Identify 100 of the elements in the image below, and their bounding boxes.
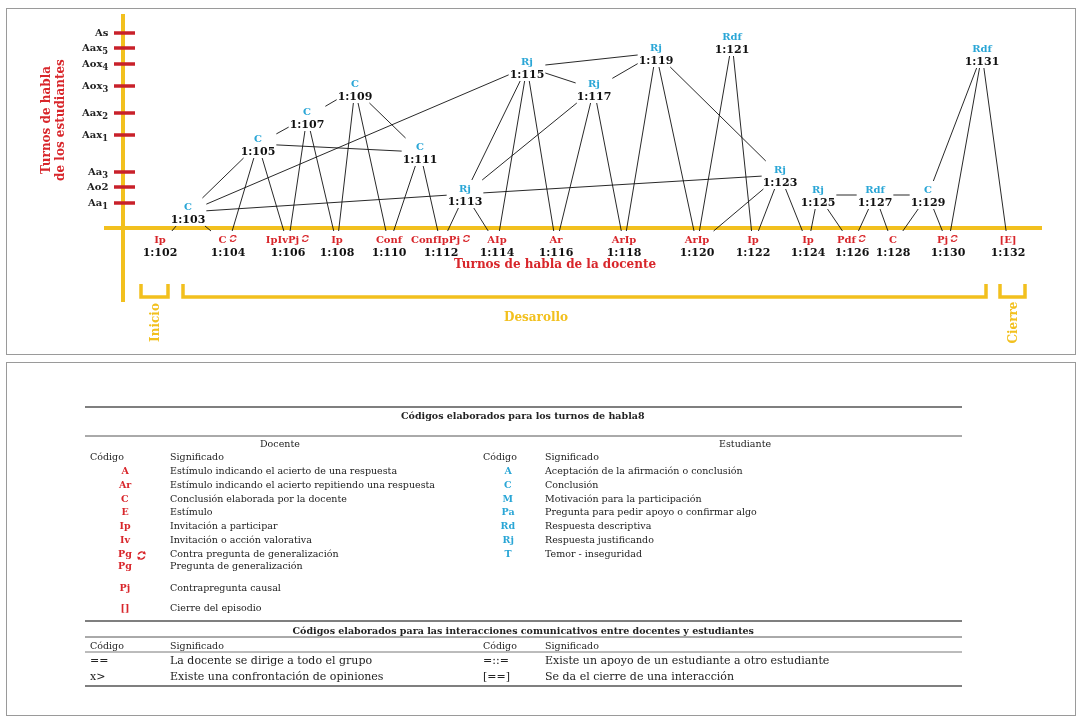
connector-line	[275, 126, 290, 135]
connector-line	[698, 55, 731, 232]
meaning-text: Temor - inseguridad	[545, 547, 642, 559]
code-text: Pa	[501, 506, 515, 518]
speech-code: ArIp	[684, 234, 710, 245]
connector-line	[902, 208, 919, 232]
turn-number: 1:123	[762, 177, 798, 188]
connector-line	[447, 207, 459, 232]
column-header: Código	[90, 640, 124, 651]
meaning-text: Invitación a participar	[170, 520, 278, 532]
code-text: Pg	[118, 547, 132, 559]
connector-line	[482, 175, 763, 194]
turn-number: 1:122	[735, 247, 771, 258]
meaning-text: Respuesta justificando	[545, 534, 654, 545]
connector-line	[498, 80, 526, 232]
meaning-text: Se da el cierre de una interacción	[545, 671, 735, 682]
column-header: Estudiante	[719, 438, 772, 449]
turn-number: 1:132	[990, 247, 1026, 258]
axis-title: Turnos de habla de los estudiantes	[38, 58, 66, 183]
connector-line	[338, 102, 354, 232]
connector-line	[983, 67, 1007, 232]
column-header: Significado	[170, 640, 224, 651]
speech-code: Ar	[549, 234, 563, 245]
turn-number: 1:106	[270, 247, 306, 258]
connector-line	[528, 80, 555, 232]
code-text: Pj	[119, 582, 131, 593]
turn-number: 1:119	[638, 55, 674, 66]
connector-line	[204, 225, 212, 232]
speech-code: Ip	[331, 234, 343, 245]
connector-line	[289, 130, 306, 232]
speech-code: [E]	[999, 234, 1017, 245]
speech-code: C	[184, 201, 192, 212]
speech-code: Rdf	[865, 184, 885, 195]
speech-code: C	[416, 141, 424, 152]
meaning-text: La docente se dirige a todo el grupo	[170, 655, 373, 666]
code-text: C	[504, 478, 512, 490]
meaning-text: Cierre del episodio	[170, 602, 262, 613]
connector-line	[558, 102, 592, 232]
turn-number: 1:130	[930, 247, 966, 258]
tick-label: Aax$_{5}$	[82, 42, 108, 57]
speech-code: C	[351, 78, 359, 89]
turn-number: 1:102	[142, 247, 178, 258]
connector-line	[422, 165, 439, 232]
table-title: Códigos elaborados para las interacciones comunicativos entre docentes y estudiantes	[292, 625, 754, 636]
connector-line	[261, 157, 285, 232]
speech-code: Rj	[521, 56, 533, 67]
phase-label: Cierre	[1007, 301, 1019, 343]
turn-number: 1:107	[289, 119, 325, 130]
meaning-text: Conclusión	[545, 478, 599, 490]
speech-code: Ip	[154, 234, 166, 245]
speech-code: C	[218, 234, 227, 245]
axis-title: Turnos de habla de la docente	[454, 259, 657, 270]
column-header: Docente	[260, 438, 300, 449]
turn-number: 1:131	[964, 56, 1000, 67]
meaning-text: Existe un apoyo de un estudiante a otro estudiante	[545, 655, 830, 666]
code-text: Rd	[500, 520, 516, 532]
connector-line	[879, 208, 889, 232]
tick-label: Aa$_{3}$	[88, 166, 109, 181]
connector-line	[932, 67, 978, 182]
connector-line	[544, 54, 639, 66]
connector-line	[324, 99, 338, 107]
speech-code: Conf	[375, 234, 403, 245]
turn-number: 1:111	[402, 154, 438, 165]
turn-number: 1:110	[371, 247, 407, 258]
code-text: A	[121, 465, 129, 476]
meaning-text: Estímulo indicando el acierto de una respuesta	[170, 465, 398, 476]
meaning-text: Estímulo indicando el acierto repitiendo una respuesta	[170, 478, 436, 490]
turn-number: 1:105	[240, 146, 276, 157]
turn-number: 1:104	[210, 247, 246, 258]
column-header: Código	[483, 640, 517, 651]
meaning-text: Estímulo	[170, 506, 213, 518]
column-header: Código	[90, 451, 124, 462]
connector-line	[393, 165, 416, 232]
tick-label: Aax$_{2}$	[82, 107, 108, 122]
connector-line	[835, 194, 858, 196]
connector-line	[625, 66, 655, 232]
connector-line	[658, 66, 695, 232]
speech-code: Rj	[812, 184, 824, 195]
code-text: Ip	[119, 520, 131, 532]
turn-number: 1:127	[857, 197, 893, 208]
connector-line	[858, 208, 869, 232]
code-text: =::=	[483, 655, 509, 666]
turn-number: 1:121	[714, 44, 750, 55]
connector-line	[713, 188, 764, 232]
speech-code: Ip	[747, 234, 759, 245]
turn-number: 1:109	[337, 91, 373, 102]
turn-number: 1:113	[447, 196, 483, 207]
code-text: x>	[90, 671, 106, 682]
connector-line	[231, 157, 255, 232]
connector-line	[481, 102, 578, 181]
connector-line	[757, 188, 776, 232]
turn-number: 1:112	[423, 247, 459, 258]
connector-line	[357, 102, 387, 232]
speech-code: Rj	[650, 42, 662, 53]
turn-number: 1:117	[576, 91, 612, 102]
speech-code: Pj	[936, 234, 949, 245]
tick-label: Aox$_{4}$	[82, 58, 109, 73]
phase-label: Desarollo	[504, 312, 569, 323]
code-text: Rj	[502, 534, 514, 545]
tick-label: Aa$_{1}$	[88, 197, 109, 212]
